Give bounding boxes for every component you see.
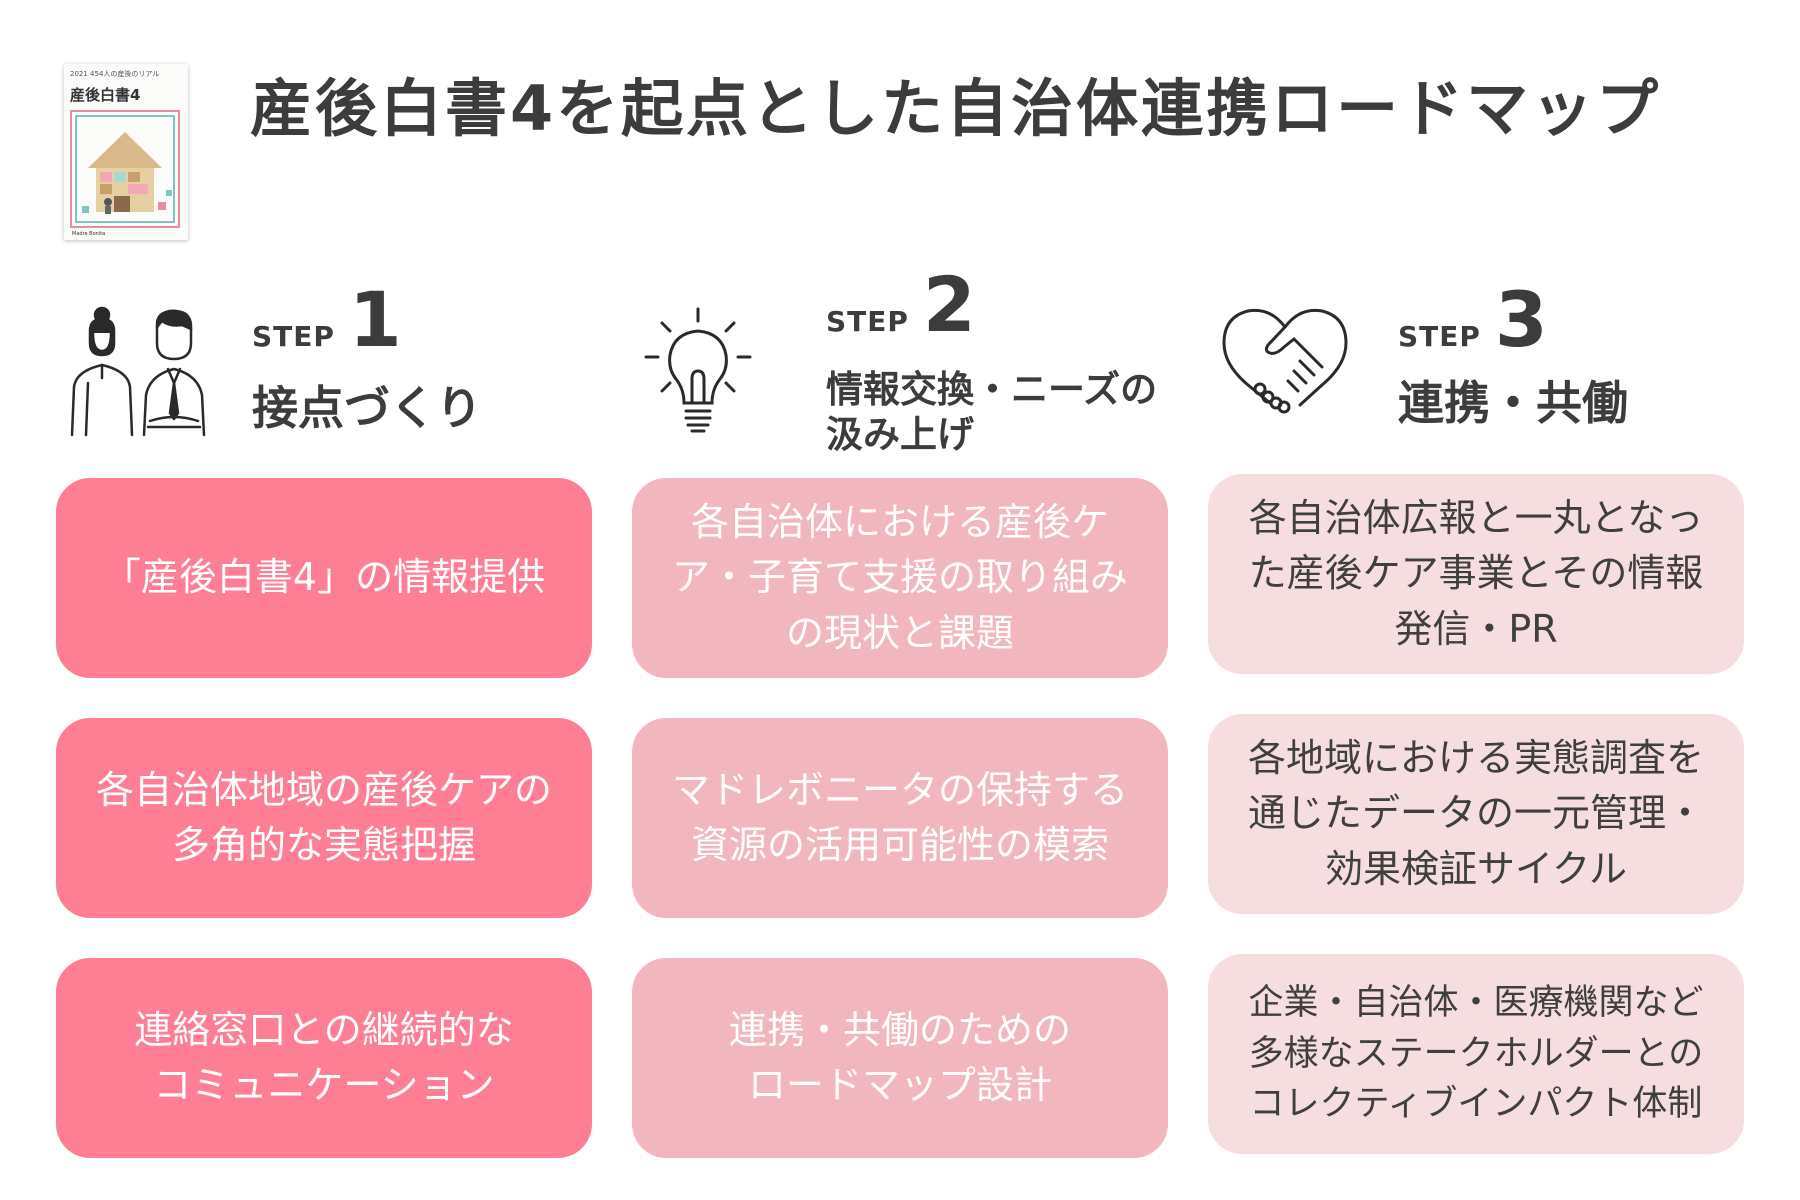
step-3-label: STEP 3 xyxy=(1398,275,1548,364)
book-cover-house-illustration xyxy=(70,110,180,228)
book-footer: Madre Bonita xyxy=(72,231,105,237)
step-3-card-2-line-1: 各地域における実態調査を xyxy=(1248,731,1704,786)
step-3-card-2-line-3: 効果検証サイクル xyxy=(1248,842,1704,897)
step-2-title-line-2: 汲み上げ xyxy=(826,412,1157,457)
step-2-card-2-line-2: 資源の活用可能性の模索 xyxy=(672,818,1128,873)
step-3-card-1-line-1: 各自治体広報と一丸となっ xyxy=(1249,491,1704,546)
step-1-card-2-line-2: 多角的な実態把握 xyxy=(96,818,552,873)
step-1-card-3: 連絡窓口との継続的な コミュニケーション xyxy=(56,958,592,1158)
step-1-card-3-line-1: 連絡窓口との継続的な xyxy=(134,1003,514,1058)
step-3-card-1-line-2: た産後ケア事業とその情報 xyxy=(1249,546,1704,601)
step-3-card-1-line-3: 発信・PR xyxy=(1249,602,1704,657)
step-3-number: 3 xyxy=(1495,275,1548,364)
book-title: 産後白書4 xyxy=(70,84,140,105)
handshake-heart-icon xyxy=(1218,303,1353,423)
step-1-title: 接点づくり xyxy=(252,380,482,436)
step-2-card-3: 連携・共働のための ロードマップ設計 xyxy=(632,958,1168,1158)
step-2-card-2: マドレボニータの保持する 資源の活用可能性の模索 xyxy=(632,718,1168,918)
page-title: 産後白書4を起点とした自治体連携ロードマップ xyxy=(250,58,1750,148)
book-top-text: 2021 454人の産後のリアル xyxy=(70,69,182,79)
step-3-card-3-line-3: コレクティブインパクト体制 xyxy=(1248,1079,1703,1130)
step-3-word: STEP xyxy=(1398,320,1481,353)
lightbulb-icon xyxy=(640,305,760,445)
step-3-card-3-line-2: 多様なステークホルダーとの xyxy=(1248,1029,1703,1080)
step-2-number: 2 xyxy=(923,260,976,349)
step-3-card-2: 各地域における実態調査を 通じたデータの一元管理・ 効果検証サイクル xyxy=(1208,714,1744,914)
step-1-word: STEP xyxy=(252,320,335,353)
two-people-icon xyxy=(62,303,222,438)
step-3-card-3: 企業・自治体・医療機関など 多様なステークホルダーとの コレクティブインパクト体… xyxy=(1208,954,1744,1154)
step-2-card-1-line-2: ア・子育て支援の取り組み xyxy=(672,550,1128,605)
step-1-card-2-line-1: 各自治体地域の産後ケアの xyxy=(96,763,552,818)
book-cover-thumbnail: 2021 454人の産後のリアル 産後白書4 Madre Bonita xyxy=(64,64,188,240)
step-1-label: STEP 1 xyxy=(252,275,402,364)
step-3-card-2-line-2: 通じたデータの一元管理・ xyxy=(1248,786,1704,841)
step-2-card-3-line-1: 連携・共働のための xyxy=(729,1003,1071,1058)
step-1-card-1-line-1: 「産後白書4」の情報提供 xyxy=(103,550,545,605)
step-3-card-1: 各自治体広報と一丸となっ た産後ケア事業とその情報 発信・PR xyxy=(1208,474,1744,674)
step-1-title-line-1: 接点づくり xyxy=(252,381,482,435)
step-2-card-1-line-3: の現状と課題 xyxy=(672,606,1128,661)
step-2-title: 情報交換・ニーズの 汲み上げ xyxy=(826,367,1157,457)
step-1-card-2: 各自治体地域の産後ケアの 多角的な実態把握 xyxy=(56,718,592,918)
step-3-title-line-1: 連携・共働 xyxy=(1398,376,1628,430)
step-2-card-1-line-1: 各自治体における産後ケ xyxy=(672,495,1128,550)
step-2-card-1: 各自治体における産後ケ ア・子育て支援の取り組み の現状と課題 xyxy=(632,478,1168,678)
step-3-title: 連携・共働 xyxy=(1398,375,1628,431)
step-2-label: STEP 2 xyxy=(826,260,976,349)
step-2-card-3-line-2: ロードマップ設計 xyxy=(729,1058,1071,1113)
step-1-number: 1 xyxy=(349,275,402,364)
step-2-card-2-line-1: マドレボニータの保持する xyxy=(672,763,1128,818)
step-1-card-1: 「産後白書4」の情報提供 xyxy=(56,478,592,678)
step-1-card-3-line-2: コミュニケーション xyxy=(134,1058,514,1113)
step-2-title-line-1: 情報交換・ニーズの xyxy=(826,367,1157,412)
step-3-card-3-line-1: 企業・自治体・医療機関など xyxy=(1248,978,1703,1029)
step-2-word: STEP xyxy=(826,305,909,338)
